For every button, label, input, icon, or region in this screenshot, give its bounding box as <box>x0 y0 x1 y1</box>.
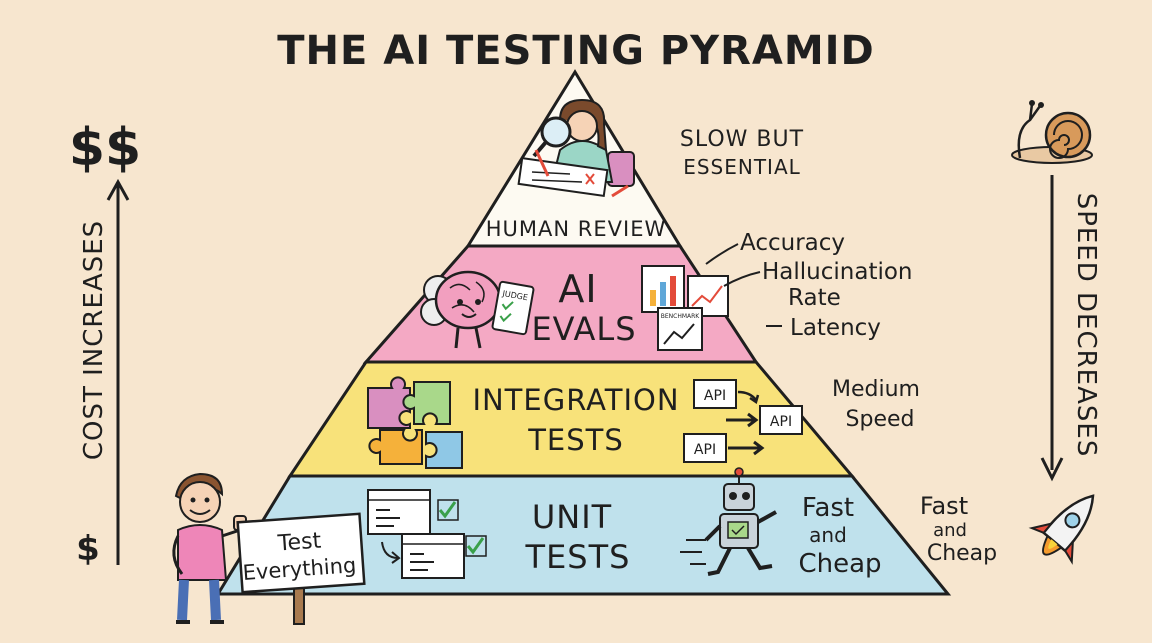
cost-low-label: $ <box>76 529 100 569</box>
snail-icon <box>1011 100 1093 164</box>
unit-section: UNIT TESTS Fast and Cheap Fast and Cheap <box>367 467 997 579</box>
ai-evals-label-line2: EVALS <box>531 310 636 348</box>
code-windows-icon <box>367 489 487 579</box>
speed-axis: SPEED DECREASES <box>1011 100 1101 565</box>
human-review-section: HUMAN REVIEW SLOW BUT ESSENTIAL <box>486 98 804 241</box>
unit-inner-line2: and <box>809 523 847 547</box>
ai-evals-section: JUDGE AI EVALS BENCHMARK Accuracy Halluc… <box>420 230 913 351</box>
integration-section: INTEGRATION TESTS API API API Medium Spe… <box>367 376 920 469</box>
ai-evals-label-line1: AI <box>558 267 597 311</box>
sign-line1: Test <box>276 529 322 557</box>
speed-axis-text: SPEED DECREASES <box>1071 193 1101 458</box>
metric-accuracy: Accuracy <box>740 230 845 256</box>
test-everything-sign: Test Everything <box>236 512 366 625</box>
person-with-magnifier-icon <box>517 98 635 198</box>
accuracy-pointer <box>705 243 739 265</box>
integration-side-line2: Speed <box>846 407 915 432</box>
cost-arrow-head <box>106 178 130 201</box>
unit-side-line2: and <box>933 520 967 541</box>
unit-label-line1: UNIT <box>532 498 612 536</box>
integration-label-line1: INTEGRATION <box>472 383 679 417</box>
integration-label-line2: TESTS <box>527 423 624 457</box>
running-robot-icon <box>680 467 777 576</box>
integration-side-line1: Medium <box>832 377 920 402</box>
thumbs-up-person-icon <box>172 472 247 624</box>
puzzle-pieces-icon <box>367 376 463 469</box>
rocket-icon <box>1028 494 1095 565</box>
api-box-3: API <box>694 442 716 458</box>
metric-rate: Rate <box>788 285 841 311</box>
cost-axis-text: COST INCREASES <box>79 220 109 460</box>
cost-high-label: $$ <box>69 118 141 178</box>
metric-latency: Latency <box>790 315 881 341</box>
unit-inner-line1: Fast <box>802 493 854 523</box>
human-review-side-line1: SLOW BUT <box>680 127 804 152</box>
cost-axis: $$ $ COST INCREASES <box>69 118 141 569</box>
judge-brain-icon: JUDGE <box>420 270 535 349</box>
api-flow-diagram: API API API <box>683 379 803 463</box>
human-review-label: HUMAN REVIEW <box>486 217 666 241</box>
api-box-1: API <box>704 388 726 404</box>
hallucination-pointer <box>723 271 761 287</box>
unit-side-line3: Cheap <box>927 541 997 566</box>
unit-side-line1: Fast <box>920 492 968 520</box>
diagram-title: THE AI TESTING PYRAMID <box>277 28 875 74</box>
benchmark-text: BENCHMARK <box>661 313 701 320</box>
evaluation-charts-icon: BENCHMARK <box>641 265 729 351</box>
speed-arrow-head <box>1040 457 1064 482</box>
metric-hallucination: Hallucination <box>762 259 913 285</box>
unit-label-line2: TESTS <box>525 538 631 576</box>
unit-inner-line3: Cheap <box>798 549 881 579</box>
api-box-2: API <box>770 414 792 430</box>
human-review-side-line2: ESSENTIAL <box>683 155 801 179</box>
